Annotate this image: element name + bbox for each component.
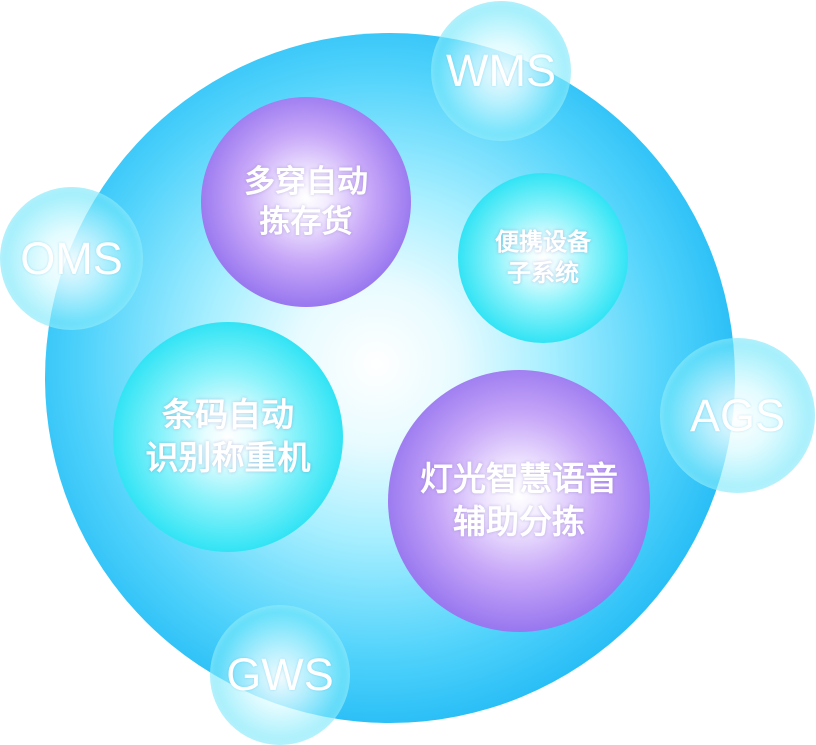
module-barcode-weighing-line2: 识别称重机	[145, 438, 311, 477]
module-multi-shuttle-line1: 多穿自动	[244, 163, 368, 200]
module-portable-device: 便携设备 子系统	[458, 173, 628, 343]
system-wms-bubble: WMS	[431, 1, 571, 141]
module-multi-shuttle-label: 多穿自动 拣存货	[244, 162, 368, 243]
module-light-voice-line1: 灯光智慧语音	[420, 459, 618, 499]
module-barcode-weighing-line1: 条码自动	[162, 395, 294, 435]
module-barcode-weighing: 条码自动 识别称重机	[113, 322, 343, 552]
system-oms-bubble: OMS	[0, 187, 143, 330]
module-light-voice-picking: 灯光智慧语音 辅助分拣	[388, 370, 650, 632]
system-gws-bubble: GWS	[210, 605, 350, 745]
module-portable-device-line2: 子系统	[507, 259, 579, 287]
module-light-voice-label: 灯光智慧语音 辅助分拣	[420, 458, 618, 544]
module-portable-device-label: 便携设备 子系统	[495, 227, 591, 289]
module-light-voice-line2: 辅助分拣	[453, 502, 585, 541]
system-oms-label: OMS	[20, 232, 123, 284]
module-portable-device-line1: 便携设备	[495, 227, 591, 256]
system-ags-label: AGS	[689, 389, 786, 441]
module-multi-shuttle-line2: 拣存货	[259, 204, 353, 240]
system-ags-bubble: AGS	[660, 338, 815, 493]
module-multi-shuttle-picking: 多穿自动 拣存货	[201, 97, 411, 307]
module-barcode-weighing-label: 条码自动 识别称重机	[146, 394, 311, 480]
system-wms-label: WMS	[446, 45, 556, 96]
system-gws-label: GWS	[226, 649, 334, 700]
